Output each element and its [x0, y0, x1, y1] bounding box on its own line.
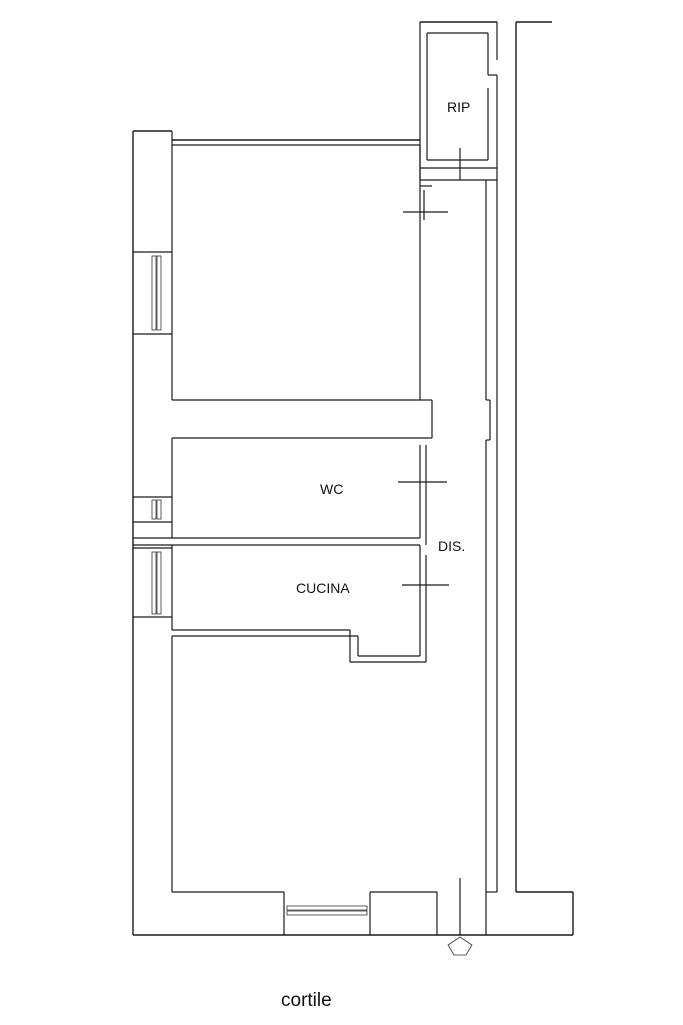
corridor-walls — [485, 180, 498, 892]
upper-room — [172, 145, 448, 438]
room-label-dis: DIS. — [438, 538, 465, 554]
entrance — [447, 878, 473, 956]
wc-room — [172, 437, 447, 545]
entrance-arrow-icon — [447, 936, 473, 956]
caption-cortile: cortile — [281, 990, 332, 1011]
room-label-wc: WC — [320, 481, 343, 497]
rip-room — [419, 21, 498, 181]
room-label-cucina: CUCINA — [296, 580, 350, 596]
room-label-rip: RIP — [447, 99, 470, 115]
cucina-room — [172, 544, 449, 663]
left-windows — [133, 251, 172, 618]
outer-walls — [132, 21, 574, 936]
bottom-window — [283, 892, 371, 935]
